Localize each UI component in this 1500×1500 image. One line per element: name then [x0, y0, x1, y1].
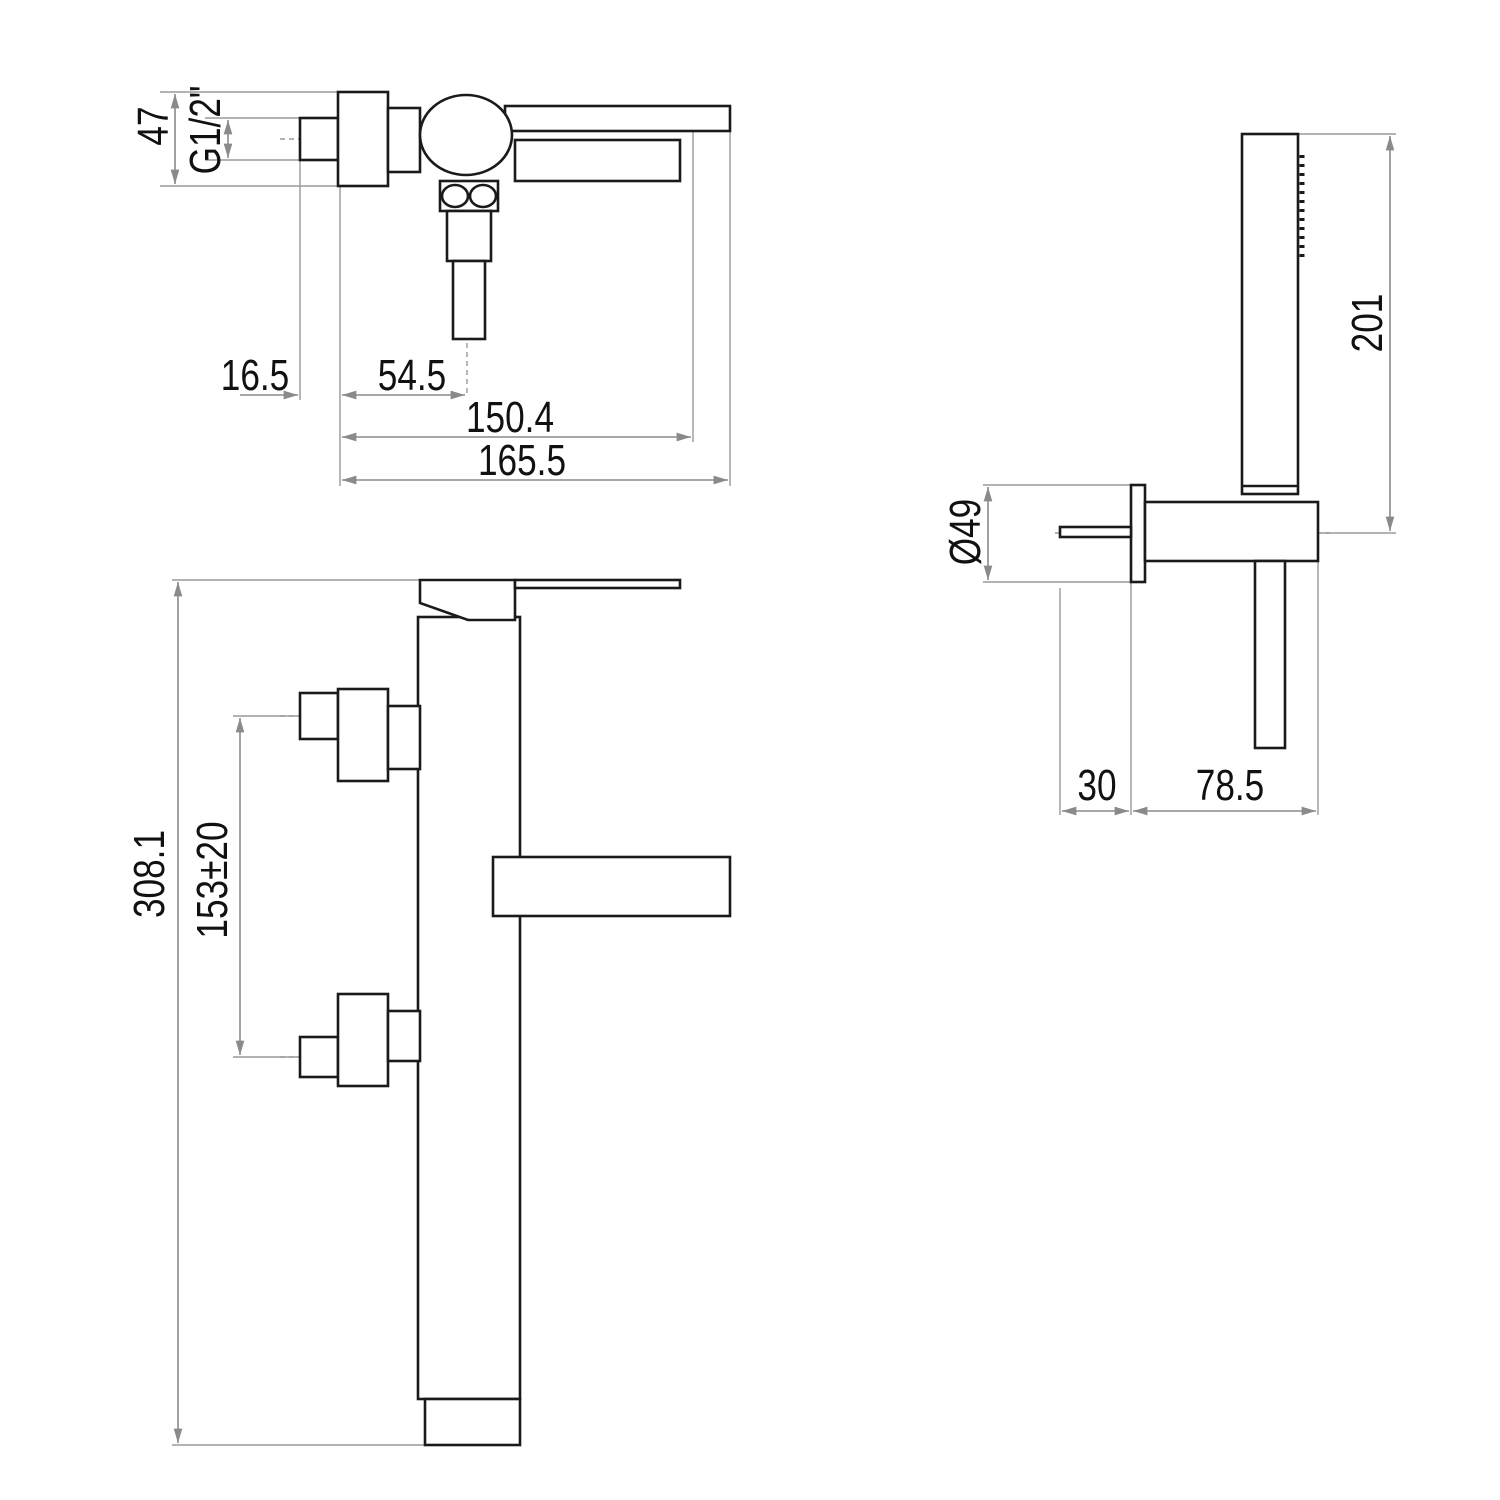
- fixing-screw: [1058, 525, 1133, 539]
- wall-flange: [1129, 483, 1147, 584]
- front-view: 308.1 153±20: [125, 578, 732, 1447]
- hand-shower: [1058, 132, 1320, 750]
- lower-inlet-nipple: [298, 1035, 340, 1079]
- mixer-body-top: [298, 90, 732, 341]
- dim-label-153: 153±20: [188, 821, 237, 938]
- shower-view-dimensions: 201 Ø49 30 78.5: [941, 136, 1395, 816]
- hand-shower-body: [1240, 132, 1300, 496]
- lever-blade: [513, 578, 682, 590]
- upper-nut: [386, 704, 422, 771]
- outlet-pipe: [445, 209, 493, 263]
- body-end-cap: [423, 1397, 522, 1447]
- lower-escutcheon: [336, 992, 390, 1088]
- dim-label-165-5: 165.5: [478, 436, 566, 485]
- spout: [503, 104, 732, 133]
- cartridge-body: [418, 93, 514, 177]
- upper-escutcheon: [336, 687, 390, 783]
- dim-label-78-5: 78.5: [1196, 761, 1264, 810]
- front-view-dimensions: 308.1 153±20: [125, 582, 245, 1443]
- dim-label-47: 47: [129, 106, 178, 145]
- mixer-body: [416, 615, 522, 1401]
- lower-nut: [386, 1009, 422, 1063]
- dim-label-150-4: 150.4: [466, 393, 554, 442]
- inlet-nipple: [298, 116, 340, 162]
- top-view-extension-lines: [160, 91, 731, 486]
- wall-escutcheon: [336, 90, 390, 188]
- shower-view-extension-lines: [983, 133, 1396, 815]
- dim-label-16-5: 16.5: [221, 351, 289, 400]
- upper-inlet-nipple: [298, 691, 340, 741]
- nut-face: [440, 183, 470, 209]
- dim-label-54-5: 54.5: [378, 351, 446, 400]
- connector-nut: [386, 106, 422, 174]
- nut-face: [468, 183, 498, 209]
- lever-head: [418, 578, 517, 622]
- dim-label-201: 201: [1343, 294, 1392, 353]
- dim-label-thread: G1/2": [181, 86, 230, 175]
- dim-label-30: 30: [1077, 761, 1116, 810]
- diverter-spout: [491, 855, 732, 918]
- hose-connector: [1253, 559, 1287, 750]
- top-view: 47 G1/2" 16.5 54.5 150.4 165.5: [129, 86, 732, 486]
- shower-holder: [1143, 500, 1320, 563]
- dim-label-308-1: 308.1: [125, 830, 174, 918]
- shower-view: 201 Ø49 30 78.5: [941, 132, 1396, 816]
- top-view-dimensions: 47 G1/2" 16.5 54.5 150.4 165.5: [129, 86, 728, 485]
- outlet-pipe-end: [451, 259, 487, 341]
- dim-label-diameter-49: Ø49: [941, 499, 990, 566]
- mixer-body-front: [298, 578, 732, 1447]
- lever-handle: [513, 138, 682, 183]
